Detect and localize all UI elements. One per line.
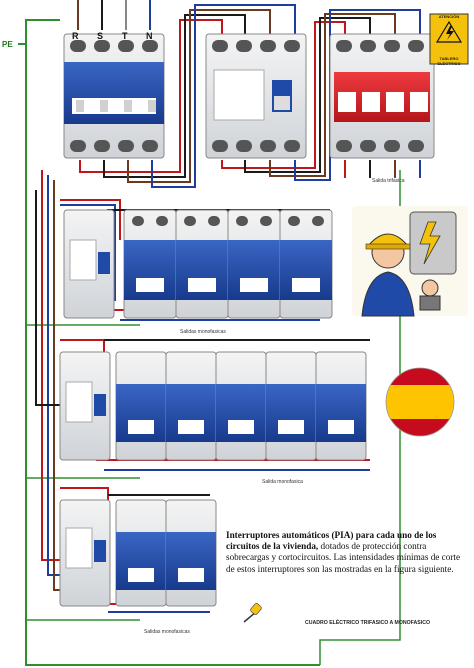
main-to-rcd-n (151, 4, 296, 188)
main-breaker (63, 33, 165, 159)
phase-label-t: T (122, 31, 128, 41)
row2-breakers (115, 351, 367, 461)
pe-wire (18, 43, 320, 666)
row1-feed-a (60, 199, 121, 240)
row1-breakers (123, 209, 333, 319)
row3-rcd (59, 499, 111, 607)
description-text: Interruptores automáticos (PIA) para cad… (226, 530, 466, 575)
phase-label-n: N (146, 31, 153, 41)
row1-rcd (63, 209, 115, 319)
main-to-rcd-c (127, 9, 271, 183)
spain-flag-icon (385, 367, 455, 437)
row3-breakers (115, 499, 217, 607)
pe-label: PE (2, 40, 13, 49)
row3-feed-a (60, 487, 109, 500)
main-to-rcd-b (103, 14, 246, 178)
trifasica-output-label: Salida trifasica (372, 178, 405, 184)
warning-sign-top-text: ATENCIÓN (438, 14, 460, 19)
description-rest: dotados de protección contra sobrecargas… (226, 541, 461, 574)
phase-label-r: R (72, 31, 79, 41)
monofasica-output-label-2: Salida monofasica (262, 479, 303, 485)
feeder-blue (47, 175, 60, 576)
description-bold: Interruptores automáticos (PIA) para cad… (226, 530, 437, 552)
warning-sign-bottom-text: TABLERO ELÉCTRICO (437, 56, 461, 66)
row2-rcd (59, 351, 111, 461)
feeder-black (35, 190, 60, 406)
feeder-brown (53, 180, 60, 591)
warning-sign: ATENCIÓN TABLERO ELÉCTRICO (430, 14, 468, 66)
pe-top (25, 19, 60, 44)
electrician-illustration (352, 206, 468, 317)
phase-label-s: S (97, 31, 104, 41)
main-rcd (205, 33, 307, 159)
rcd-to-trif-c (269, 13, 396, 177)
monofasica-output-label-1: Salidas monofasicas (180, 329, 226, 335)
screwdriver-icon (243, 603, 262, 623)
main-to-rcd-a (79, 19, 223, 173)
rcd-to-trif-a (221, 21, 346, 169)
feeder-red (41, 170, 60, 561)
trifasica-breaker (329, 33, 435, 159)
rcd-to-trif-b (244, 17, 371, 173)
warning-sign-icon (429, 13, 469, 65)
monofasica-output-label-3: Salidas monofasicas (144, 629, 190, 635)
footer-title: CUADRO ELÉCTRICO TRIFASICO A MONOFASICO (305, 620, 430, 626)
